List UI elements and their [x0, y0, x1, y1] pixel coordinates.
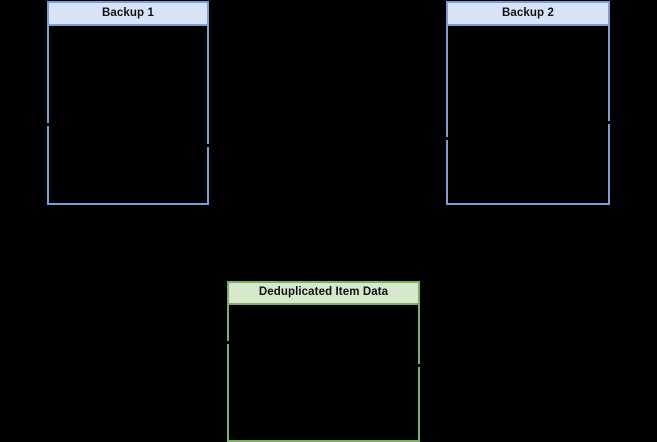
node-backup-2-body: [446, 26, 610, 205]
node-deduplicated-item-data[interactable]: Deduplicated Item Data: [227, 281, 420, 442]
node-backup-1-anchor-left[interactable]: [46, 123, 49, 126]
node-backup-2-title: Backup 2: [446, 1, 610, 26]
node-deduplicated-item-data-title: Deduplicated Item Data: [227, 281, 420, 305]
node-backup-1-anchor-right[interactable]: [207, 144, 210, 147]
node-backup-1-body: [47, 26, 209, 205]
node-backup-2-anchor-right[interactable]: [608, 121, 611, 124]
node-deduplicated-item-data-anchor-left[interactable]: [227, 341, 230, 344]
node-deduplicated-item-data-anchor-right[interactable]: [417, 364, 420, 367]
node-deduplicated-item-data-body: [227, 305, 420, 442]
node-backup-2[interactable]: Backup 2: [446, 1, 611, 205]
node-backup-1[interactable]: Backup 1: [46, 1, 210, 205]
node-backup-2-anchor-left[interactable]: [446, 137, 449, 140]
node-backup-1-title: Backup 1: [47, 1, 209, 26]
